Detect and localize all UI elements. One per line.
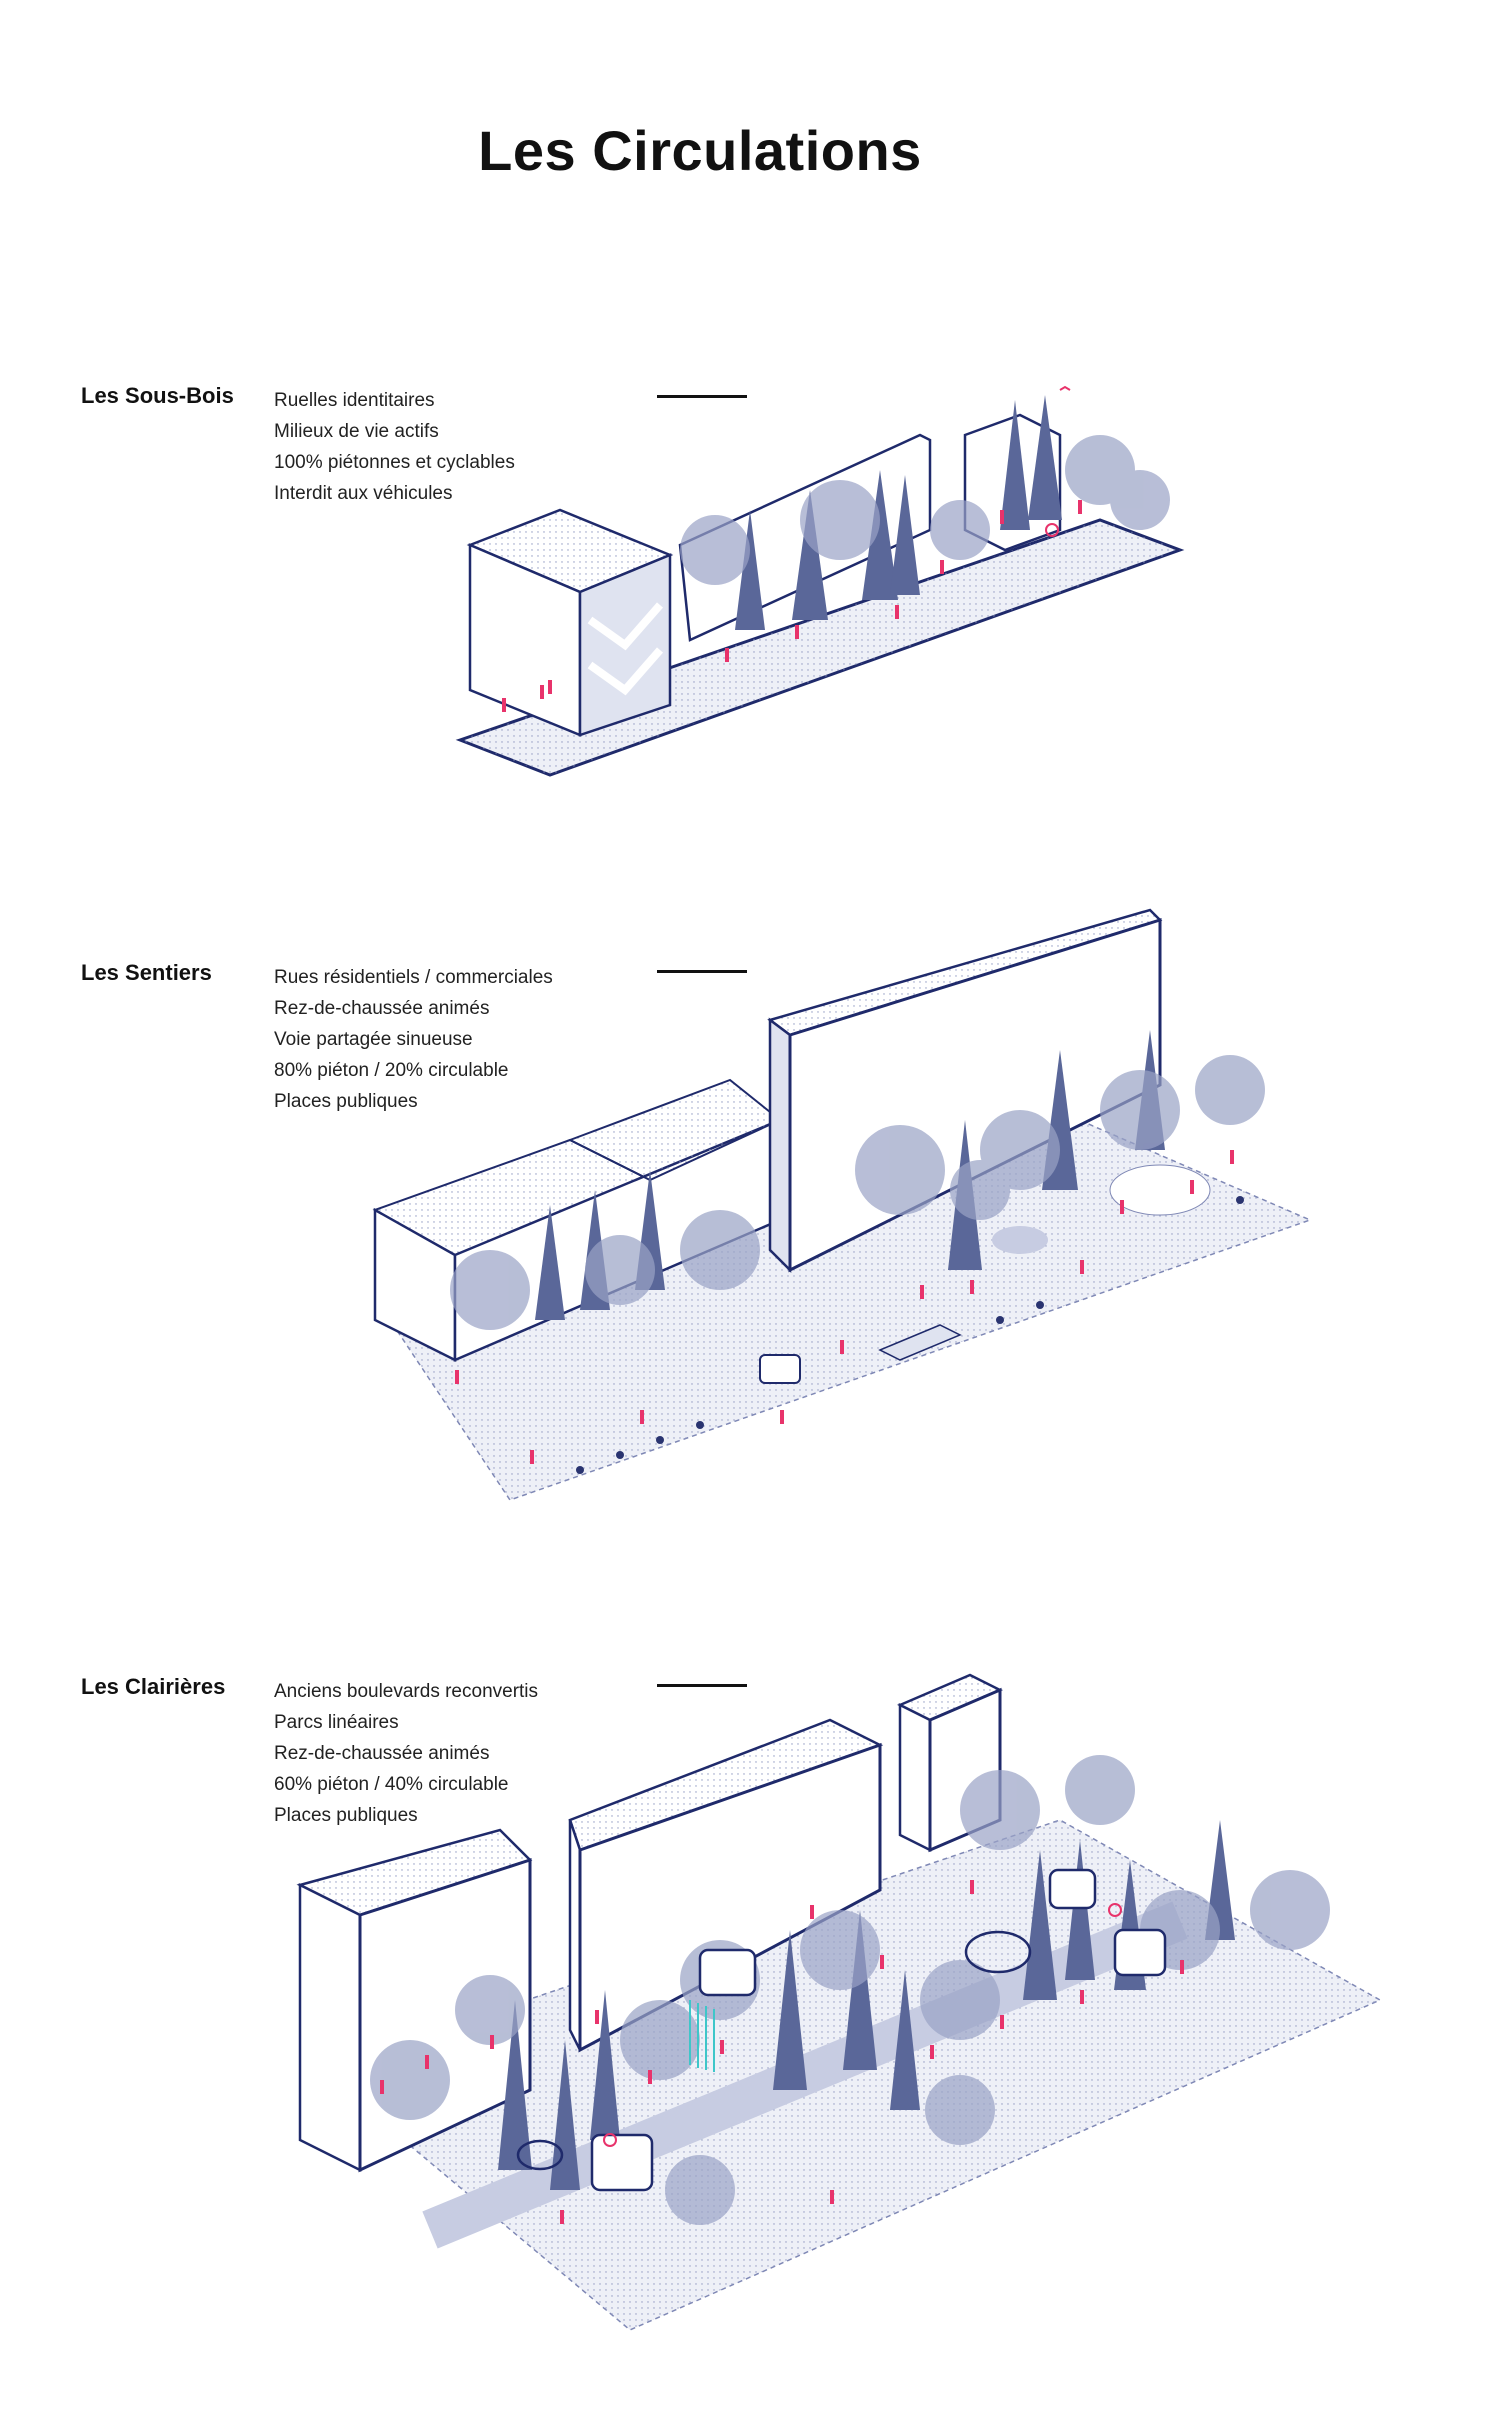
feature-list: Ruelles identitaires Milieux de vie acti… bbox=[274, 385, 515, 509]
plaza-circle bbox=[516, 2139, 564, 2171]
divider-line bbox=[657, 395, 747, 398]
feature-item: Places publiques bbox=[274, 1091, 418, 1112]
art-installation bbox=[689, 2000, 715, 2072]
kiosk bbox=[1048, 1868, 1097, 1910]
trees bbox=[735, 395, 1062, 630]
plaza-circle bbox=[964, 1930, 1032, 1974]
axonometric-alley-illustration bbox=[455, 385, 1185, 777]
feature-item: Milieux de vie actifs bbox=[274, 421, 439, 442]
kiosk bbox=[590, 2133, 654, 2192]
feature-item: Ruelles identitaires bbox=[274, 390, 435, 411]
feature-item: Rez-de-chaussée animés bbox=[274, 998, 490, 1019]
divider-line bbox=[657, 970, 747, 973]
section-title: Les Sous-Bois bbox=[81, 383, 234, 408]
feature-item: 80% piéton / 20% circulable bbox=[274, 1060, 509, 1081]
feature-item: Parcs linéaires bbox=[274, 1712, 399, 1733]
feature-item: Rez-de-chaussée animés bbox=[274, 1743, 490, 1764]
kiosk bbox=[698, 1948, 757, 1997]
feature-item: 100% piétonnes et cyclables bbox=[274, 452, 515, 473]
kiosk bbox=[1113, 1928, 1167, 1977]
building-outline bbox=[678, 433, 932, 642]
feature-item: Interdit aux véhicules bbox=[274, 483, 453, 504]
section-title: Les Clairières bbox=[81, 1674, 226, 1699]
feature-item: Rues résidentiels / commerciales bbox=[274, 967, 553, 988]
feature-item: Voie partagée sinueuse bbox=[274, 1029, 473, 1050]
section-title: Les Sentiers bbox=[81, 960, 212, 985]
plaza bbox=[1109, 1164, 1211, 1216]
divider-line bbox=[657, 1684, 747, 1687]
people bbox=[380, 1880, 1184, 2224]
page-title: Les Circulations bbox=[478, 119, 922, 182]
bike-rack bbox=[878, 1324, 962, 1361]
axonometric-boulevard-illustration bbox=[296, 1673, 1382, 2331]
feature-item: Places publiques bbox=[274, 1805, 418, 1826]
axonometric-street-illustration bbox=[372, 908, 1313, 1501]
feature-list: Rues résidentiels / commerciales Rez-de-… bbox=[274, 962, 553, 1117]
kiosk bbox=[759, 1354, 801, 1384]
feature-list: Anciens boulevards reconvertis Parcs lin… bbox=[274, 1676, 538, 1831]
people bbox=[502, 385, 1082, 712]
feature-item: 60% piéton / 40% circulable bbox=[274, 1774, 509, 1795]
building-facade bbox=[578, 1742, 882, 2053]
furniture bbox=[576, 1196, 1244, 1474]
people bbox=[455, 1150, 1234, 1464]
feature-item: Anciens boulevards reconvertis bbox=[274, 1681, 539, 1702]
